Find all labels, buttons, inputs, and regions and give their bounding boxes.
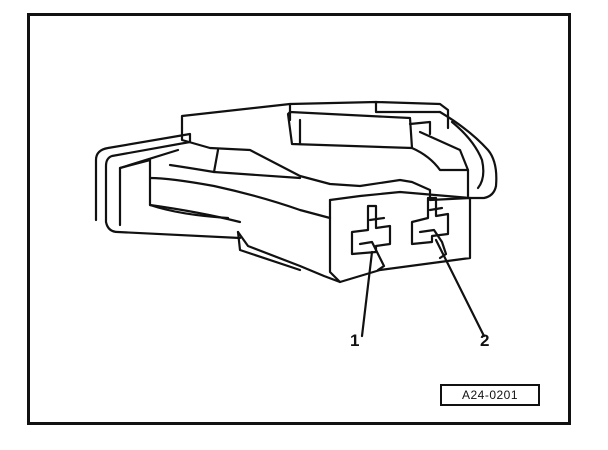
- callout-label-2: 2: [480, 331, 490, 350]
- figure-frame: [27, 13, 571, 425]
- figure-reference-code: A24-0201: [440, 384, 540, 406]
- terminal-slot-1: [350, 204, 392, 256]
- connector-top-ridge: [286, 110, 414, 150]
- connector-housing: [180, 126, 472, 284]
- connector-front-face: [328, 198, 342, 284]
- terminal-slot-2: [410, 196, 450, 246]
- connector-back-rim: [180, 100, 450, 130]
- leader-line-1: [360, 250, 374, 338]
- connector-lock-frame: [94, 132, 242, 240]
- leader-line-2: [434, 238, 486, 338]
- callout-label-1: 1: [350, 331, 360, 350]
- connector-right-frame: [438, 110, 498, 200]
